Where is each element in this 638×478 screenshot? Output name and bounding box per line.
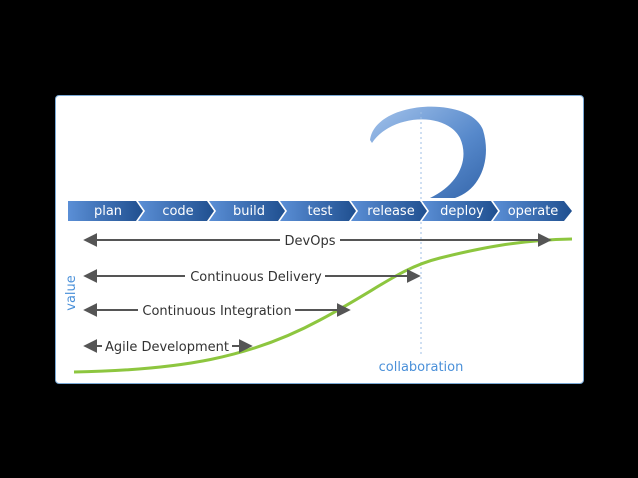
stage-code: code — [138, 201, 214, 221]
value-curve — [73, 237, 573, 374]
stage-label: plan — [94, 204, 122, 219]
range-devops: DevOps — [83, 233, 552, 249]
stage-release: release — [351, 201, 427, 221]
range-continuous-delivery: Continuous Delivery — [83, 269, 421, 285]
stage-label: test — [308, 204, 333, 219]
stage-label: operate — [508, 204, 559, 219]
stage-band: plan code build test release deploy oper… — [68, 201, 572, 221]
stage-test: test — [280, 201, 356, 221]
range-label-agile-development: Agile Development — [105, 340, 229, 355]
stage-build: build — [209, 201, 285, 221]
range-continuous-integration: Continuous Integration — [83, 303, 351, 319]
axis-label-value: value — [64, 275, 79, 311]
axis-label-collaboration: collaboration — [379, 360, 464, 375]
stage-plan: plan — [68, 201, 143, 221]
stage-label: release — [367, 204, 414, 219]
range-label-continuous-integration: Continuous Integration — [142, 304, 291, 319]
stage-operate: operate — [493, 201, 572, 221]
stage-label: deploy — [440, 204, 484, 219]
stage-label: build — [233, 204, 265, 219]
range-agile-development: Agile Development — [83, 339, 253, 355]
feedback-ribbon-icon — [370, 106, 486, 198]
stage-label: code — [162, 204, 193, 219]
range-label-devops: DevOps — [285, 234, 336, 249]
stage-deploy: deploy — [422, 201, 498, 221]
range-label-continuous-delivery: Continuous Delivery — [190, 270, 322, 285]
